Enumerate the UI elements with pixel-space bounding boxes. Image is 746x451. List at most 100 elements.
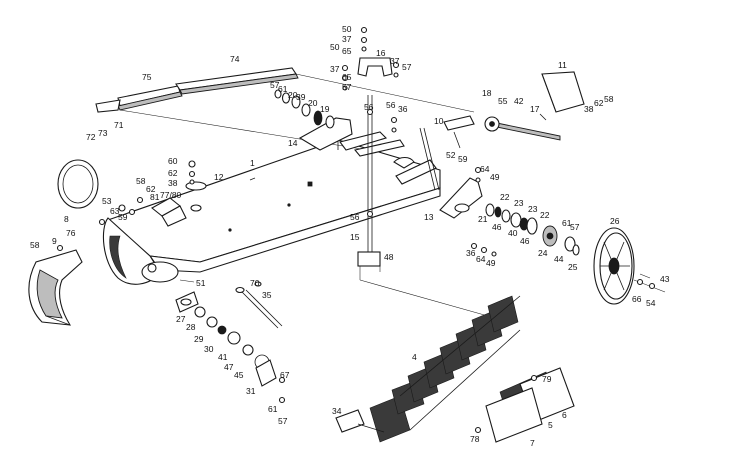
callout-6: 6 [562,410,567,420]
rod-assembly [357,57,489,317]
callout-57d: 57 [570,222,580,232]
bolt-35 [235,281,283,329]
washer-stack-left [274,89,335,129]
callout-58a: 58 [136,176,146,186]
callout-labels: 1 4 5 6 7 8 9 10 11 12 13 14 15 16 17 18… [30,24,670,448]
callout-65b: 65 [342,72,352,82]
callout-37b: 37 [330,64,340,74]
callout-29: 29 [194,334,204,344]
callout-16: 16 [376,48,386,58]
callout-50b: 50 [330,42,340,52]
callout-17: 17 [530,104,540,114]
callout-53: 53 [102,196,112,206]
callout-63: 63 [110,206,120,216]
callout-67: 67 [280,370,290,380]
callout-36a: 36 [398,104,408,114]
plates-5-6-7 [474,367,575,443]
drive-housing-end [102,217,179,285]
callout-27: 27 [176,314,186,324]
callout-58c: 58 [604,94,614,104]
callout-28: 28 [186,322,196,332]
callout-21: 21 [478,214,488,224]
callout-66: 66 [632,294,642,304]
callout-14: 14 [288,138,298,148]
callout-22a: 22 [500,192,510,202]
callout-59a: 59 [118,212,128,222]
shaft-17 [484,113,561,141]
callout-76: 76 [66,228,76,238]
callout-57b: 57 [342,82,352,92]
callout-70: 70 [250,278,260,288]
lower-bearing-stack [175,279,286,404]
callout-74: 74 [230,54,240,64]
callout-43: 43 [660,274,670,284]
callout-62a: 62 [168,168,178,178]
callout-56a: 56 [364,102,374,112]
callout-22b: 22 [540,210,550,220]
fastener-stack-top [341,26,400,218]
callout-24: 24 [538,248,548,258]
callout-81: 81 [150,192,160,202]
callout-72: 72 [86,132,96,142]
plate-10 [443,115,475,149]
callout-78: 78 [470,434,480,444]
callout-49b: 49 [486,258,496,268]
callout-47: 47 [224,362,234,372]
callout-56b: 56 [386,100,396,110]
callout-5: 5 [548,420,553,430]
callout-61c: 61 [268,404,278,414]
callout-51: 51 [196,278,206,288]
callout-19: 19 [320,104,330,114]
fasteners-right-lower [470,242,656,290]
callout-25: 25 [568,262,578,272]
tine-plates [369,295,521,443]
mounting-brackets [298,117,440,191]
callout-41: 41 [218,352,228,362]
callout-64a: 64 [480,164,490,174]
callout-20b: 20 [308,98,318,108]
ring-part-8 [57,159,99,209]
callout-57a: 57 [270,80,280,90]
callout-50a: 50 [342,24,352,34]
callout-54: 54 [646,298,656,308]
callout-23b: 23 [528,204,538,214]
callout-57c: 57 [402,62,412,72]
callout-55: 55 [498,96,508,106]
callout-71: 71 [114,120,124,130]
callout-45: 45 [234,370,244,380]
callout-36b: 36 [466,248,476,258]
callout-61a: 61 [278,84,288,94]
callout-37a: 37 [342,34,352,44]
fasteners-left [56,196,187,252]
top-rails [95,67,475,153]
callout-35: 35 [262,290,272,300]
callout-48: 48 [384,252,394,262]
callout-79: 79 [542,374,552,384]
callout-60: 60 [168,156,178,166]
callout-61b: 61 [562,218,572,228]
gear-stack-right [485,203,580,256]
callout-13: 13 [424,212,434,222]
callout-73: 73 [98,128,108,138]
callout-46b: 46 [520,236,530,246]
callout-57e: 57 [278,416,288,426]
callout-42: 42 [514,96,524,106]
callout-8: 8 [64,214,69,224]
callout-77-80: 77/80 [160,190,182,200]
callout-62c: 62 [594,98,604,108]
callout-18: 18 [482,88,492,98]
callout-52: 52 [446,150,456,160]
callout-4: 4 [412,352,417,362]
callout-12: 12 [214,172,224,182]
bracket-13 [439,166,483,219]
wheel-26 [593,227,666,305]
callout-40: 40 [508,228,518,238]
clip-12 [185,160,207,212]
callout-15: 15 [350,232,360,242]
callout-65a: 65 [342,46,352,56]
callout-38b: 38 [584,104,594,114]
callout-37c: 37 [390,56,400,66]
callout-59b: 59 [458,154,468,164]
